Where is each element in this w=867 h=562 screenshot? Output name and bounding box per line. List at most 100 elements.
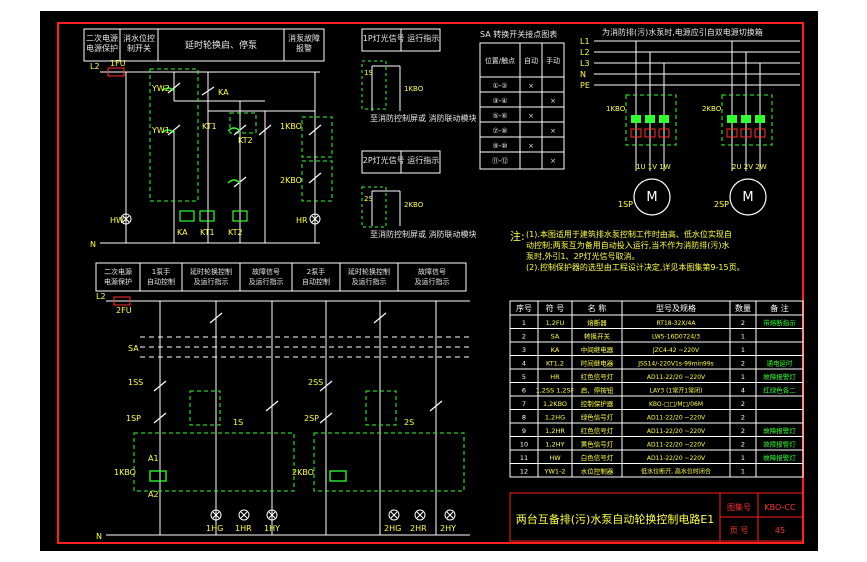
motor-2-name: 2SP (714, 200, 729, 209)
upper-lamps (120, 213, 321, 225)
component-cell-5-0: 6 (522, 387, 526, 395)
component-cell-0-3: RT18-32X/4A (657, 320, 697, 327)
component-cell-4-3: AD11-22/20 ~220V (647, 374, 706, 381)
title-block (509, 492, 804, 542)
component-cell-0-4: 2 (741, 319, 745, 327)
motor-1-name: 1SP (618, 200, 633, 209)
sa-rows: ①-②×③-④×⑤-⑥×⑦-⑧×⑨-⑩×⑪-⑫× (492, 82, 556, 165)
atlas-value: KBO-CC (764, 503, 796, 512)
component-cell-9-3: AD11-22/20 ~220V (647, 442, 706, 449)
component-cell-2-2: 中间继电器 (581, 345, 614, 354)
upper-header-0: 二次电源电源保护 (86, 33, 118, 53)
sa-header-2: 手动 (546, 56, 560, 65)
sa-header-1: 自动 (524, 56, 538, 65)
lower-1hr-label: 1HR (235, 524, 252, 533)
component-cell-3-5: 通电延时 (767, 359, 794, 368)
note-line-2: 泵时,外引1、2P灯光信号取消。 (526, 251, 640, 261)
power-bus-lines (594, 40, 800, 86)
component-cell-7-0: 8 (522, 414, 526, 422)
component-header-1: 符 号 (546, 303, 565, 313)
sa-row-1: ③-④ (492, 97, 507, 105)
lower-1ss-label: 1SS (128, 378, 143, 387)
motor-1-symbol: M (646, 190, 657, 205)
component-cell-3-0: 4 (522, 360, 526, 368)
page-label: 页 号 (730, 526, 749, 535)
component-cell-7-1: 1,2HG (545, 414, 565, 422)
component-cell-1-3: LW5-16D0724/3 (652, 334, 700, 341)
bus-label-l2: L2 (580, 48, 590, 57)
component-cell-3-1: KT1,2 (546, 360, 564, 368)
lower-1sp-label: 1SP (126, 414, 141, 423)
signal-box-1-contact-b: 1KBO (404, 85, 424, 93)
component-header-2: 名 称 (588, 303, 607, 313)
component-cell-0-5: 带熔断指示 (763, 318, 796, 327)
upper-contacts (167, 82, 322, 188)
signal-box-1-contact-a: 1S (364, 69, 373, 77)
component-cell-0-2: 熔断器 (587, 318, 607, 327)
component-cell-5-1: 1,2SS 1,2SF (536, 387, 575, 395)
component-cell-10-0: 11 (520, 454, 528, 462)
sa-row-0: ①-② (492, 82, 507, 90)
component-cell-9-4: 2 (741, 441, 745, 449)
signal-box-2-contact-b: 2KBO (404, 201, 424, 209)
sa-dashed-lines (140, 336, 470, 358)
lower-a2-label: A2 (148, 490, 159, 499)
signal-box-2-note: 至消防控制屏或 消防联动模块 (370, 229, 477, 239)
component-cell-5-4: 4 (741, 387, 745, 395)
notes-label: 注: (510, 229, 525, 243)
bus-label-pe: PE (580, 81, 590, 90)
lower-header-3: 故障信号及运行指示 (249, 267, 284, 286)
note-line-1: 动控制;两泵互为备用自动投入运行,当不作为消防排(污)水 (526, 240, 729, 250)
sa-mark-1-1: × (550, 97, 556, 105)
sa-row-4: ⑨-⑩ (492, 142, 507, 150)
component-cell-4-5: 故障报警灯 (763, 372, 796, 381)
component-cell-3-3: JSS14/-220V1s-99min99s (637, 361, 714, 368)
lower-a1-label: A1 (148, 454, 159, 463)
sa-header-0: 位置/触点 (485, 56, 515, 65)
component-cell-1-4: 1 (741, 333, 745, 341)
lower-1hy-label: 1HY (264, 524, 280, 533)
lower-header-0: 二次电源电源保护 (104, 267, 132, 286)
lower-lamps (210, 509, 456, 521)
power-bus-title: 为消防排(污)水泵时,电源应引自双电源切换箱 (602, 27, 763, 37)
component-cell-11-2: 水位控制器 (581, 467, 614, 476)
lower-1s-label: 1S (233, 418, 243, 427)
component-cell-5-2: 启、停按钮 (581, 386, 614, 395)
component-cell-2-4: 1 (741, 346, 745, 354)
upper-l2-label: L2 (90, 62, 100, 71)
component-cell-9-2: 黄色信号灯 (581, 440, 614, 449)
cad-drawing-canvas: 二次电源电源保护 消水位控制开关 延时轮换启、停泵 消泵故障报警 (40, 11, 818, 551)
upper-kt1-label: KT1 (202, 122, 217, 131)
upper-header-1: 消水位控制开关 (123, 33, 155, 53)
component-cell-8-4: 2 (741, 427, 745, 435)
component-header-3: 型号及规格 (656, 303, 696, 313)
component-cell-8-0: 9 (522, 427, 526, 435)
motor-breaker-boxes (625, 94, 773, 146)
upper-yw2-label: YW2 (151, 84, 170, 93)
upper-actuators (161, 87, 241, 184)
component-cell-10-3: AD11-22/20 ~220V (647, 455, 706, 462)
sa-row-5: ⑪-⑫ (492, 157, 509, 165)
component-cell-1-1: SA (551, 333, 560, 341)
motor-2-breaker: 2KBO (702, 105, 722, 113)
component-cell-9-1: 1,2HY (545, 441, 564, 449)
lower-header-5: 延时轮换控制及运行指示 (348, 267, 390, 286)
signal-box-2-contact-a: 2S (364, 195, 373, 203)
upper-header-2: 延时轮换启、停泵 (185, 39, 257, 51)
component-cell-0-0: 1 (522, 319, 526, 327)
component-cell-8-2: 红色信号灯 (581, 426, 614, 435)
sa-row-3: ⑦-⑧ (492, 127, 507, 135)
signal-box-1-note: 至消防控制屏或 消防联动模块 (370, 113, 477, 123)
component-cell-11-0: 12 (520, 468, 528, 476)
component-cell-1-2: 转换开关 (584, 332, 611, 341)
upper-hw-label: HW (110, 216, 124, 225)
sa-mark-5-1: × (550, 157, 556, 165)
bus-label-l1: L1 (580, 37, 590, 46)
component-cell-4-0: 5 (522, 373, 526, 381)
component-cell-6-2: 控制保护器 (581, 399, 614, 408)
upper-dashed-boxes (149, 68, 333, 202)
upper-header-3: 消泵故障报警 (288, 33, 320, 53)
lower-dashed-boxes (133, 390, 465, 492)
lower-header-4: 2泵手自动控制 (302, 267, 330, 286)
